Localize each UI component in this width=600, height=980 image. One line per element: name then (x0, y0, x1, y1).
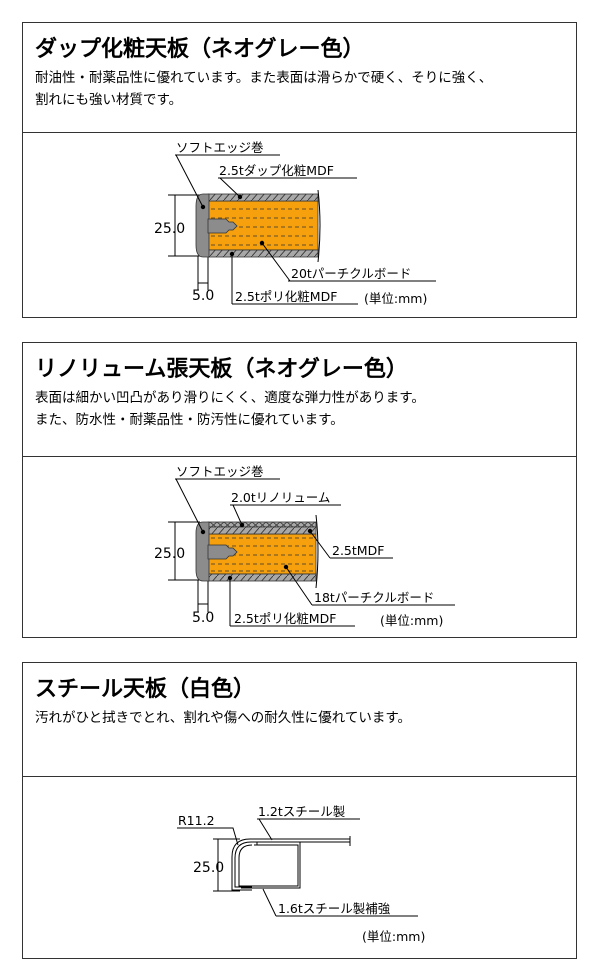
desc-line: 割れにも強い材質です。 (35, 92, 183, 108)
desc-line: 表面は細かい凹凸があり滑りにくく、適度な弾力性があります。 (35, 390, 425, 406)
section-header: スチール天板（白色） 汚れがひと拭きでとれ、割れや傷への耐久性に優れています。 (23, 663, 576, 777)
desc-line: 汚れがひと拭きでとれ、割れや傷への耐久性に優れています。 (35, 710, 411, 726)
section-title: ダップ化粧天板（ネオグレー色） (35, 37, 365, 62)
desc-line: また、防水性・耐薬品性・防汚性に優れています。 (35, 412, 344, 428)
section-description: 表面は細かい凹凸があり滑りにくく、適度な弾力性があります。 また、防水性・耐薬品… (35, 387, 425, 431)
section-header: ダップ化粧天板（ネオグレー色） 耐油性・耐薬品性に優れています。また表面は滑らか… (23, 23, 576, 133)
section-header: リノリューム張天板（ネオグレー色） 表面は細かい凹凸があり滑りにくく、適度な弾力… (23, 343, 576, 457)
section-title: スチール天板（白色） (35, 677, 256, 702)
desc-line: 耐油性・耐薬品性に優れています。また表面は滑らかで硬く、そりに強く、 (35, 70, 493, 86)
section-description: 汚れがひと拭きでとれ、割れや傷への耐久性に優れています。 (35, 707, 411, 729)
section-steel-top: スチール天板（白色） 汚れがひと拭きでとれ、割れや傷への耐久性に優れています。 (22, 662, 577, 959)
section-linoleum-top: リノリューム張天板（ネオグレー色） 表面は細かい凹凸があり滑りにくく、適度な弾力… (22, 342, 577, 638)
section-description: 耐油性・耐薬品性に優れています。また表面は滑らかで硬く、そりに強く、 割れにも強… (35, 67, 492, 111)
section-dap-top: ダップ化粧天板（ネオグレー色） 耐油性・耐薬品性に優れています。また表面は滑らか… (22, 22, 577, 318)
section-title: リノリューム張天板（ネオグレー色） (35, 357, 408, 382)
